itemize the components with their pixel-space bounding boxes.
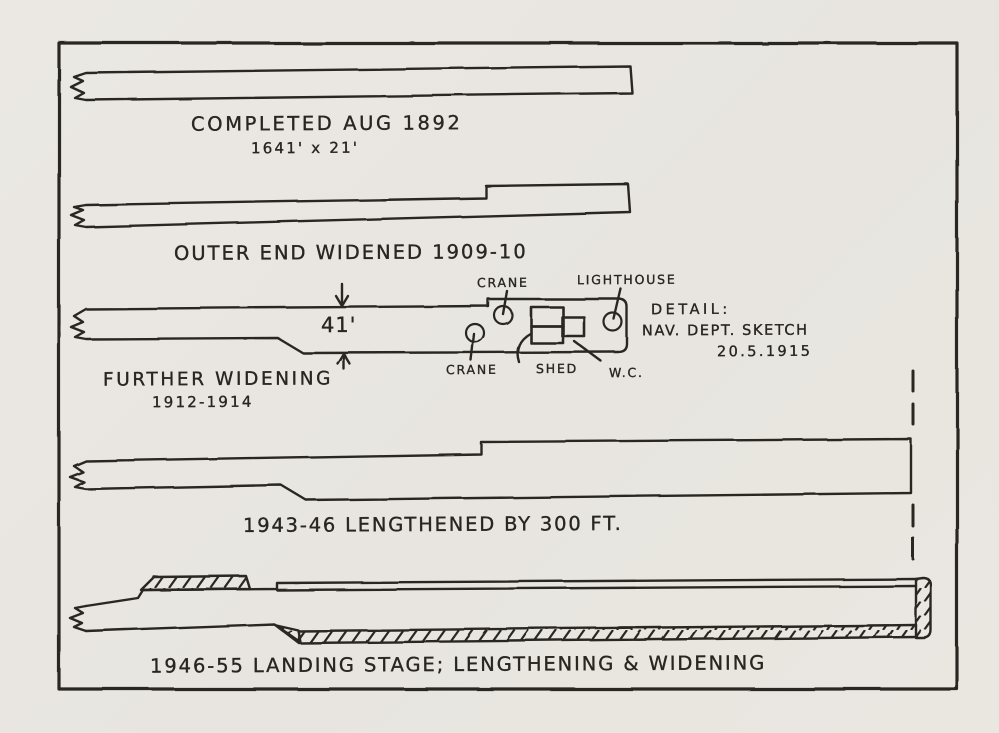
bottom-strip-top-line — [296, 623, 918, 633]
pier-1892 — [69, 64, 634, 102]
pier-bottom-edge — [84, 622, 301, 645]
pier-outline — [69, 182, 632, 229]
crane-pointer-line — [501, 289, 509, 316]
crane-icon — [492, 304, 514, 326]
stage-1946-label: 1946-55 LANDING STAGE; LENGTHENING & WID… — [149, 651, 767, 678]
pier-1946-55 — [68, 574, 933, 645]
detail-note-line1: DETAIL: — [650, 301, 731, 319]
drawing-border — [57, 41, 959, 691]
wc-pointer-line — [572, 339, 603, 363]
shed-pointer-line — [516, 331, 533, 364]
shed-icon — [529, 324, 565, 345]
new-deck-strip-line — [275, 584, 918, 592]
pier-outline — [69, 64, 634, 102]
stage-1909-label: OUTER END WIDENED 1909-10 — [173, 240, 528, 265]
stage-1912-label: FURTHER WIDENING — [102, 368, 334, 391]
stage-1892-label: COMPLETED AUG 1892 — [190, 111, 463, 136]
wc-label: W.C. — [608, 364, 644, 381]
pier-outline — [69, 297, 629, 355]
crane-top-label: CRANE — [476, 274, 529, 291]
pier-outline — [68, 437, 913, 502]
pier-1909-10 — [69, 182, 632, 229]
width-dimension-label: 41' — [320, 312, 357, 338]
detail-note-line2: NAV. DEPT. SKETCH — [641, 322, 809, 340]
pier-1912-14 — [69, 282, 629, 371]
crane-icon — [464, 322, 486, 344]
hatched-end-cap — [914, 576, 933, 640]
stage-1892-dimensions: 1641' x 21' — [250, 138, 360, 158]
crane-bottom-label: CRANE — [445, 361, 498, 378]
hatched-step-triangle — [274, 623, 302, 644]
detail-note-line3: 20.5.1915 — [716, 343, 813, 361]
lighthouse-label: LIGHTHOUSE — [576, 271, 677, 288]
break-mark — [68, 604, 88, 633]
dimension-arrow-up — [336, 352, 352, 371]
stage-1912-years: 1912-1914 — [151, 392, 254, 412]
pier-1943-46 — [68, 437, 913, 502]
shed-icon — [529, 305, 565, 328]
hatched-deck-trapezoid — [139, 574, 252, 592]
bottom-strip-bottom-line — [298, 635, 919, 645]
lighthouse-icon — [602, 311, 624, 333]
stage-1943-label: 1943-46 LENGTHENED BY 300 FT. — [242, 512, 623, 537]
shed-label: SHED — [535, 360, 579, 377]
wc-icon — [560, 315, 586, 338]
dimension-arrow-down — [334, 282, 350, 308]
crane-pointer-line — [469, 332, 476, 362]
